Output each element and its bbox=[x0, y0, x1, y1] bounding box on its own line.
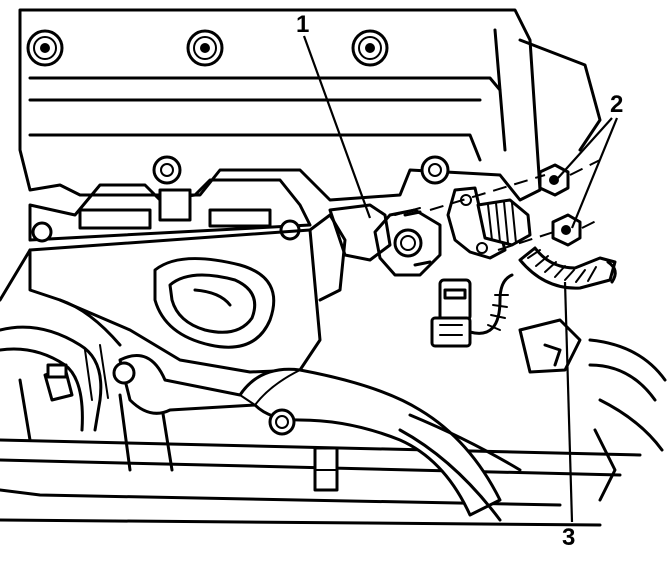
callout-2-leader-upper bbox=[557, 117, 613, 179]
manifold-bolt-2 bbox=[186, 29, 224, 67]
upper-manifold bbox=[18, 8, 602, 202]
frame-clip bbox=[313, 446, 339, 492]
stud-line-upper bbox=[429, 174, 546, 211]
stud-line-lower bbox=[497, 229, 561, 251]
stud-line-lower-ext bbox=[581, 219, 599, 229]
hose-bend bbox=[398, 413, 522, 522]
harness-conduit bbox=[518, 246, 617, 290]
large-hose bbox=[112, 354, 502, 517]
manifold-bolt-4 bbox=[152, 155, 182, 185]
manifold-bolt-1 bbox=[26, 29, 64, 67]
manifold-bolt-5 bbox=[420, 155, 450, 185]
nut-upper bbox=[538, 163, 570, 197]
callout-3-label: 3 bbox=[562, 524, 575, 551]
callout-1: 1 bbox=[296, 11, 372, 219]
callout-2-label: 2 bbox=[610, 91, 623, 118]
right-components bbox=[518, 318, 667, 502]
frame-port bbox=[268, 408, 296, 436]
runner-body bbox=[0, 213, 347, 374]
egr-mount bbox=[328, 203, 442, 277]
callout-3: 3 bbox=[562, 281, 575, 551]
callout-2-leader-lower bbox=[570, 117, 619, 229]
sensor-connector bbox=[430, 273, 514, 348]
stud-line-upper-ext bbox=[569, 159, 601, 176]
callout-3-leader bbox=[563, 281, 574, 523]
manifold-bolt-3 bbox=[351, 29, 389, 67]
callout-1-leader bbox=[302, 35, 372, 219]
callout-1-label: 1 bbox=[296, 11, 309, 38]
callout-2: 2 bbox=[557, 91, 623, 229]
left-wiring bbox=[0, 298, 122, 442]
egr-valve bbox=[476, 198, 532, 247]
